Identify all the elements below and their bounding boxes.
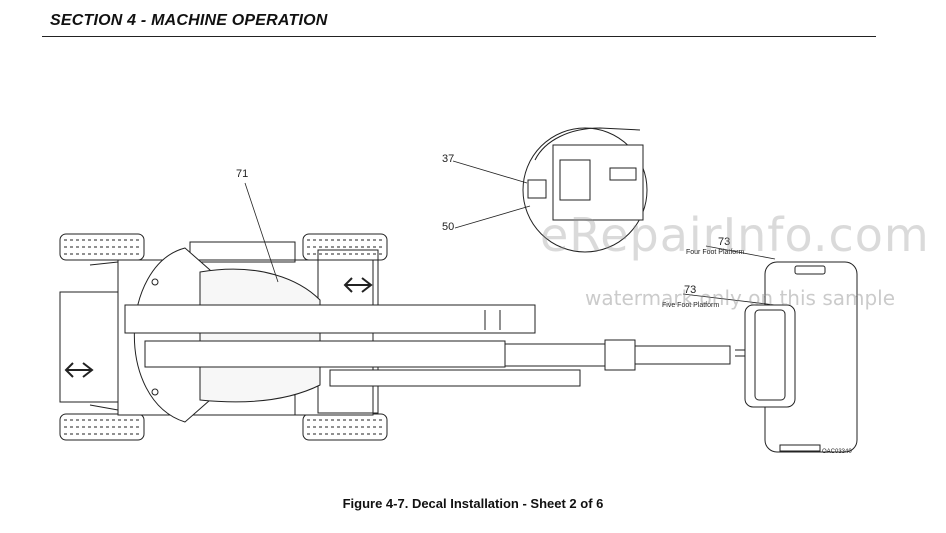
watermark-note: watermark only on this sample	[585, 286, 896, 310]
tire-front-left	[59, 233, 145, 261]
tire-rear-left	[59, 413, 145, 441]
callout-71: 71	[236, 168, 249, 180]
tire-front-right	[302, 233, 388, 261]
four-foot-platform-label: Four Foot Platform	[686, 249, 745, 256]
platform	[735, 261, 858, 453]
callout-37: 37	[442, 153, 455, 165]
detail-view	[522, 127, 648, 253]
boom	[124, 304, 731, 387]
figure-caption: Figure 4-7. Decal Installation - Sheet 2…	[342, 496, 604, 511]
arrow-decal-right	[343, 277, 373, 293]
watermark-site: eRepairInfo.com	[540, 208, 930, 262]
section-title: SECTION 4 - MACHINE OPERATION	[50, 12, 328, 29]
callout-73-five-foot: 73	[684, 284, 697, 296]
callout-50: 50	[442, 221, 455, 233]
five-foot-platform-label: Five Foot Platform	[662, 302, 720, 309]
tire-rear-right	[302, 413, 388, 441]
section-header: SECTION 4 - MACHINE OPERATION	[42, 10, 876, 37]
leader-lines	[244, 160, 776, 306]
turntable	[133, 247, 321, 423]
arrow-decal-left	[64, 362, 94, 378]
drawing-code: OAC03340	[822, 449, 852, 455]
callout-73-four-foot: 73	[718, 236, 731, 248]
